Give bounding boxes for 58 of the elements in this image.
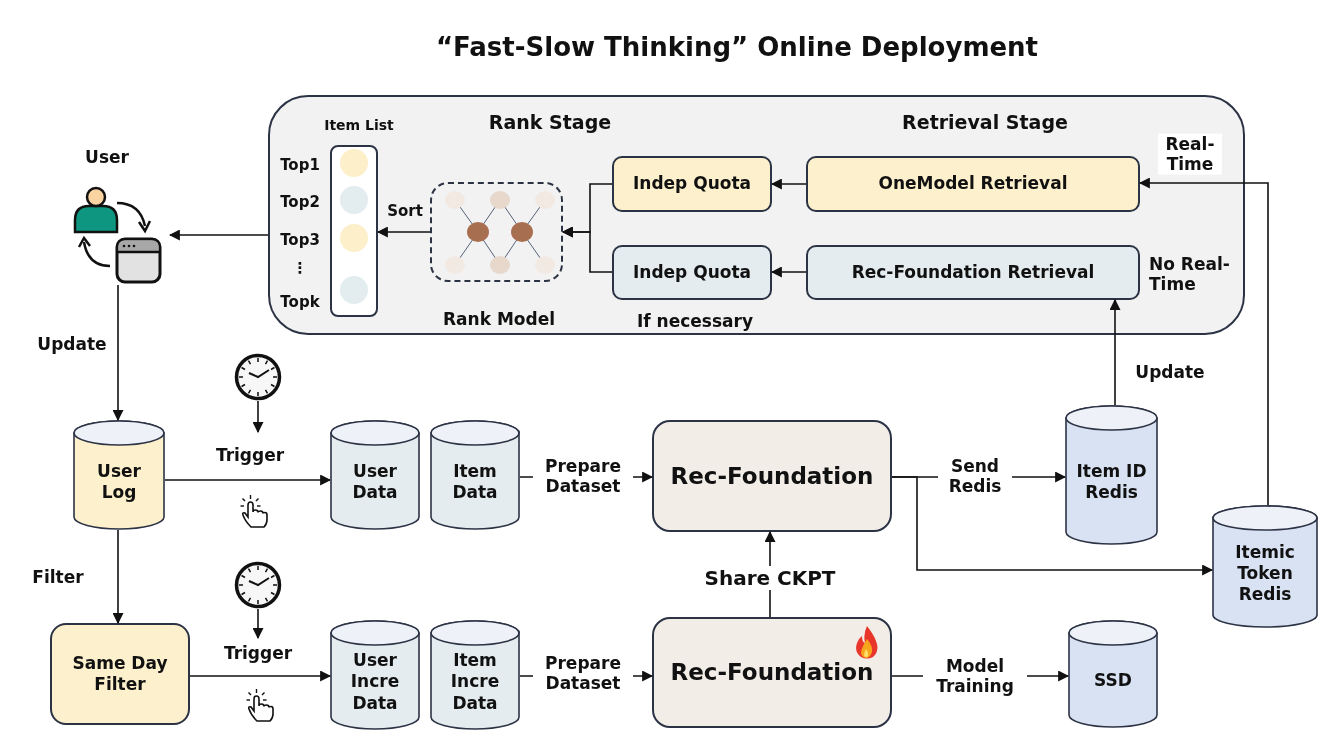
edge-label: Trigger	[213, 444, 287, 466]
node-label: Rec-Foundation	[670, 461, 874, 491]
clock-icon	[234, 353, 282, 401]
edge-label: Update	[35, 333, 109, 355]
cylinder-label: User Incre Data	[349, 650, 401, 714]
node-label: Rec-Foundation Retrieval	[851, 261, 1095, 284]
edge-label: Trigger	[221, 642, 295, 664]
rank-label: ⋮	[292, 259, 308, 277]
rank-label: Topk	[280, 293, 320, 311]
arrow	[112, 284, 124, 422]
arrow	[164, 474, 332, 486]
arrow	[1109, 298, 1121, 406]
process-box	[612, 156, 772, 212]
node-label: Rec-Foundation	[670, 658, 874, 687]
model-caption: Rank Model	[443, 309, 555, 331]
user-label: User	[85, 147, 129, 169]
stage-panel	[268, 95, 1245, 335]
edge-label: Update	[1133, 361, 1207, 383]
cylinder-label: Item ID Redis	[1075, 460, 1148, 504]
note-label: No Real- Time	[1149, 253, 1231, 295]
process-box	[652, 420, 892, 532]
node-label: Indep Quota	[632, 173, 751, 195]
cylinder-label: User Log	[96, 460, 142, 504]
process-box	[50, 623, 190, 725]
cylinder-label: Item Data	[451, 460, 499, 504]
clock-icon	[234, 561, 282, 609]
cylinder-label: User Data	[351, 460, 399, 504]
arrow	[189, 670, 332, 682]
cylinder-label: Item Incre Data	[449, 650, 501, 714]
arrow	[891, 476, 1214, 576]
arrow	[252, 608, 264, 640]
node-label: OneModel Retrieval	[878, 173, 1068, 195]
arrow	[561, 226, 613, 273]
note-label: If necessary	[636, 310, 754, 332]
arrow	[770, 178, 807, 190]
arrow	[1138, 177, 1269, 506]
list-heading: Item List	[324, 117, 394, 135]
node-label: Same Day Filter	[71, 652, 169, 696]
stage-heading: Retrieval Stage	[902, 111, 1068, 135]
process-box	[652, 617, 892, 728]
cylinder-label: Itemic Token Redis	[1234, 541, 1296, 606]
node-label: Indep Quota	[632, 261, 751, 284]
arrow	[168, 229, 269, 241]
process-box	[806, 156, 1140, 212]
rank-label: Top1	[280, 156, 320, 174]
cylinder-label: SSD	[1094, 670, 1132, 692]
stage-heading: Rank Stage	[488, 111, 612, 135]
edge-label: Sort	[386, 202, 424, 220]
edge-label: Model Training	[923, 655, 1027, 697]
edge-label: Real- Time	[1158, 133, 1222, 175]
rank-label: Top2	[280, 193, 320, 211]
arrow	[112, 529, 124, 625]
edge-label: Share CKPT	[702, 566, 838, 590]
arrow	[770, 266, 807, 278]
diagram-title: “Fast-Slow Thinking” Online Deployment	[435, 32, 1039, 62]
rank-label: Top3	[280, 231, 320, 249]
arrow	[376, 226, 431, 238]
arrow	[252, 400, 264, 434]
